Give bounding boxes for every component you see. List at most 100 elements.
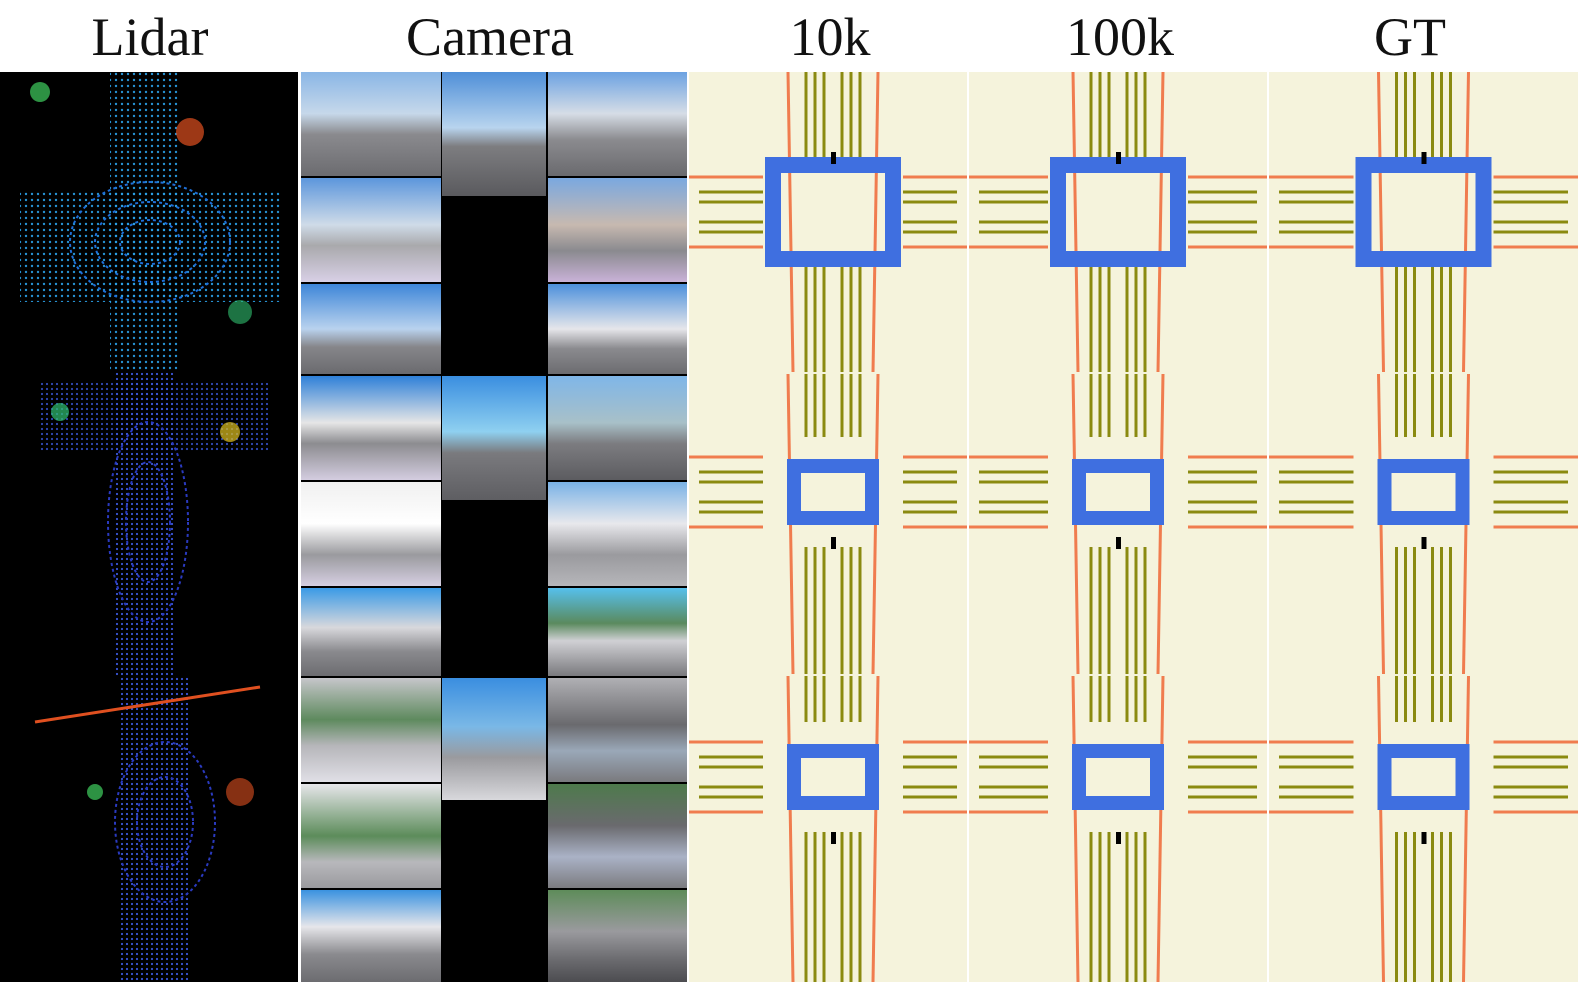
crosswalk (1363, 157, 1484, 173)
road-boundary (1071, 675, 1080, 982)
crosswalk (1072, 459, 1086, 525)
camera-image-s2-front-right (548, 376, 687, 480)
camera-image-s2-side-left (301, 482, 441, 586)
crosswalk (1080, 744, 1156, 758)
column-title-lidar: Lidar (91, 7, 209, 67)
camera-image-s2-front-left (301, 376, 441, 480)
map-scene-3 (689, 675, 967, 982)
crosswalk (1455, 459, 1470, 525)
map-scene-2 (1269, 373, 1578, 675)
camera-image-s1-back-left (301, 284, 441, 374)
camera-image-s3-side-left (301, 784, 441, 888)
crosswalk (773, 157, 893, 173)
column-title-10k: 10k (789, 7, 871, 67)
crosswalk (885, 157, 901, 267)
crosswalk (795, 744, 871, 758)
camera-image-s3-back-right (548, 890, 687, 982)
map-scene-3 (1269, 675, 1578, 982)
map-panel-10k (689, 72, 967, 982)
road-boundary (1377, 72, 1385, 373)
ego-vehicle-marker (831, 537, 836, 549)
crosswalk (787, 459, 801, 525)
camera-image-s1-front (442, 72, 546, 196)
map-scene-1 (689, 72, 967, 373)
map-100k (969, 72, 1267, 982)
map-panel-100k (969, 72, 1267, 982)
camera-panel (301, 72, 687, 982)
ego-vehicle-marker (1116, 832, 1121, 844)
crosswalk (1080, 796, 1156, 810)
crosswalk (1385, 511, 1462, 525)
camera-image-s2-side-right (548, 482, 687, 586)
camera-image-s3-front (442, 678, 546, 800)
crosswalk (1072, 744, 1086, 810)
crosswalk (1150, 744, 1164, 810)
ego-vehicle-marker (831, 152, 836, 164)
crosswalk (795, 511, 871, 525)
crosswalk (1385, 796, 1462, 810)
ego-vehicle-marker (831, 832, 836, 844)
road-boundary (786, 72, 795, 373)
road-boundary (1377, 675, 1385, 982)
map-scene-1 (1269, 72, 1578, 373)
camera-image-s2-front (442, 376, 546, 500)
crosswalk (1170, 157, 1186, 267)
crosswalk (1150, 459, 1164, 525)
lidar-scan-2 (40, 372, 270, 677)
crosswalk (865, 459, 879, 525)
map-scene-2 (689, 373, 967, 675)
camera-image-s3-front-right (548, 678, 687, 782)
road-boundary (871, 675, 880, 982)
road-boundary (1462, 675, 1470, 982)
camera-image-s1-back-right (548, 284, 687, 374)
ego-vehicle-marker (1421, 152, 1427, 164)
column-title-gt: GT (1374, 7, 1446, 67)
crosswalk (1385, 744, 1462, 758)
camera-image-s1-side-right (548, 178, 687, 282)
camera-image-s1-side-left (301, 178, 441, 282)
crosswalk (1377, 744, 1392, 810)
map-gt (1269, 72, 1578, 982)
crosswalk (1475, 157, 1492, 267)
crosswalk (1050, 157, 1066, 267)
lidar-scan-1 (20, 72, 280, 372)
lidar-panel (0, 72, 298, 982)
camera-image-s1-front-left (301, 72, 441, 176)
crosswalk (1363, 251, 1484, 267)
crosswalk (1080, 459, 1156, 473)
map-10k (689, 72, 967, 982)
ego-vehicle-marker (1421, 832, 1427, 844)
camera-image-s3-side-right (548, 784, 687, 888)
road-boundary (1071, 72, 1080, 373)
crosswalk (773, 251, 893, 267)
column-title-100k: 100k (1066, 7, 1174, 67)
map-scene-1 (969, 72, 1267, 373)
road-boundary (1462, 72, 1470, 373)
ego-vehicle-marker (1116, 152, 1121, 164)
crosswalk (1058, 157, 1178, 173)
road-boundary (1156, 72, 1165, 373)
ego-vehicle-marker (1421, 537, 1427, 549)
road-boundary (1156, 675, 1165, 982)
camera-image-s3-back-left (301, 890, 441, 982)
crosswalk (765, 157, 781, 267)
crosswalk (1455, 744, 1470, 810)
camera-image-s2-back-right (548, 588, 687, 676)
column-title-camera: Camera (406, 7, 574, 67)
camera-image-s2-back-left (301, 588, 441, 676)
lidar-scan-3 (34, 677, 261, 982)
crosswalk (795, 796, 871, 810)
camera-image-s3-front-left (301, 678, 441, 782)
crosswalk (1385, 459, 1462, 473)
crosswalk (1058, 251, 1178, 267)
crosswalk (787, 744, 801, 810)
map-scene-2 (969, 373, 1267, 675)
ego-vehicle-marker (1116, 537, 1121, 549)
road-boundary (786, 675, 795, 982)
crosswalk (1355, 157, 1372, 267)
crosswalk (795, 459, 871, 473)
crosswalk (865, 744, 879, 810)
road-boundary (871, 72, 880, 373)
map-panel-gt (1269, 72, 1578, 982)
map-scene-3 (969, 675, 1267, 982)
